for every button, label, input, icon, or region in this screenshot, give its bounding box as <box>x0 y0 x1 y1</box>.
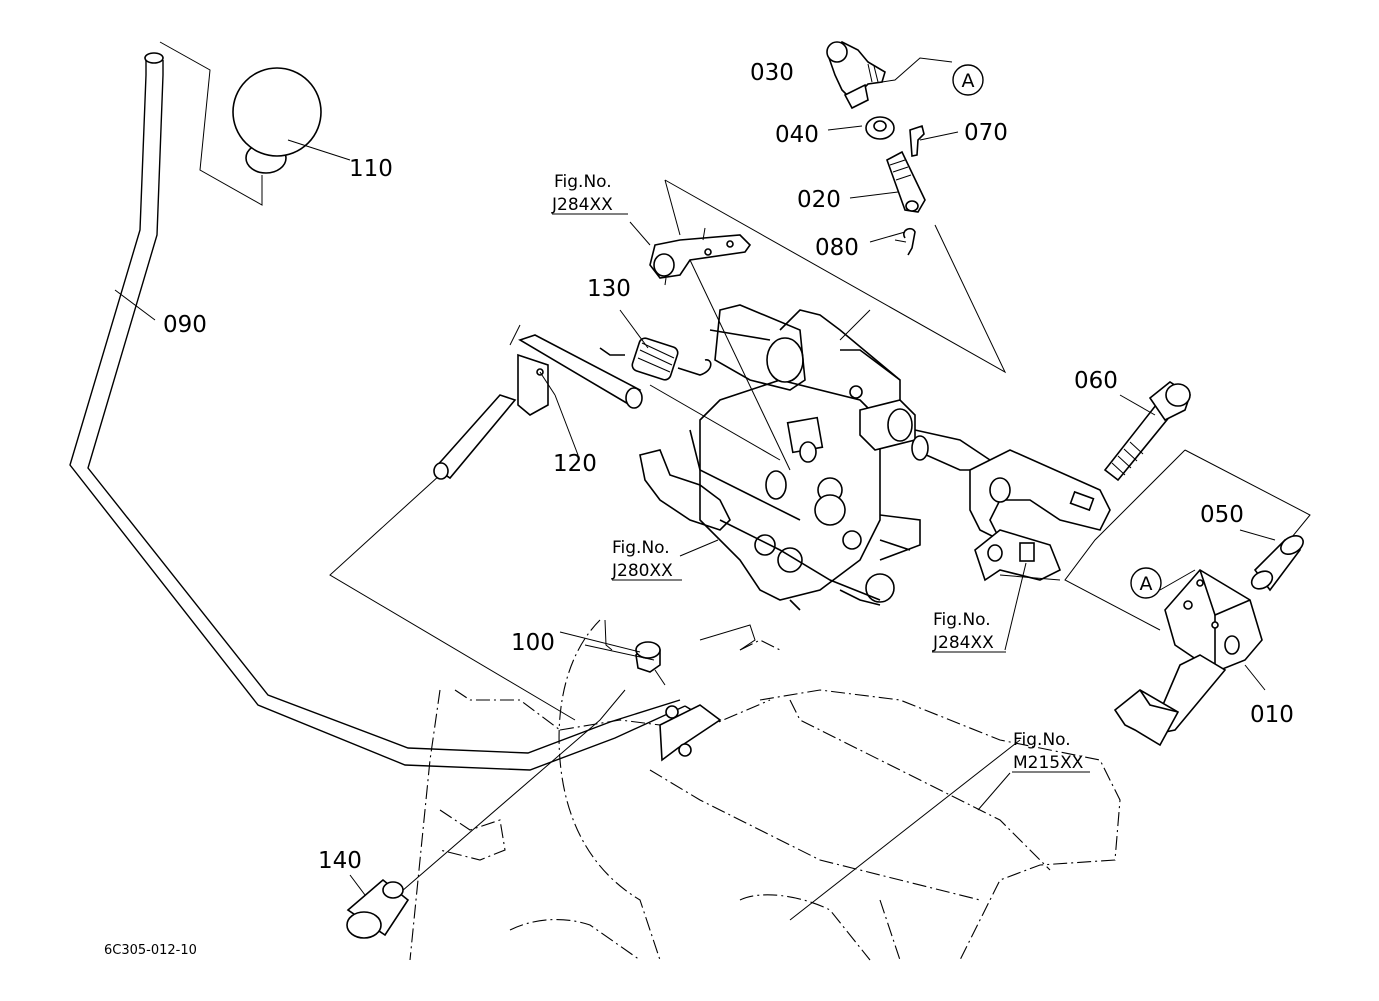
svg-text:J284XX: J284XX <box>932 633 994 653</box>
guide-lines <box>329 179 1311 921</box>
drawing-code: 6C305-012-10 <box>104 943 197 958</box>
collar-050 <box>1250 535 1304 592</box>
figure-ref-m215: Fig.No. M215XX <box>1013 730 1084 773</box>
label-120: 120 <box>553 451 597 477</box>
callout-a-block: A <box>1130 567 1162 599</box>
leader-lines <box>114 57 1276 691</box>
label-070: 070 <box>964 120 1008 146</box>
bolt-060 <box>1103 381 1191 482</box>
svg-text:Fig.No.: Fig.No. <box>933 610 991 630</box>
label-080: 080 <box>815 235 859 261</box>
label-020: 020 <box>797 187 841 213</box>
yoke <box>969 449 1111 582</box>
arm-bracket <box>649 227 752 286</box>
spring-130 <box>599 309 712 381</box>
figure-ref-underlines <box>552 213 1090 773</box>
pin-020 <box>886 150 926 213</box>
label-030: 030 <box>750 60 794 86</box>
knob-110 <box>159 41 351 206</box>
washer-040 <box>865 116 895 140</box>
svg-text:Fig.No.: Fig.No. <box>554 172 612 192</box>
figure-ref-j284-mid: Fig.No. J284XX <box>932 610 994 653</box>
control-mechanism <box>639 304 921 611</box>
label-040: 040 <box>775 122 819 148</box>
bracket-100 <box>559 619 756 762</box>
block-010 <box>1113 568 1263 747</box>
svg-text:A: A <box>962 70 975 92</box>
svg-text:J280XX: J280XX <box>611 561 673 581</box>
callout-a-top: A <box>952 64 984 96</box>
screw-070 <box>909 124 925 157</box>
label-010: 010 <box>1250 702 1294 728</box>
shift-lever-090 <box>69 52 697 771</box>
svg-text:Fig.No.: Fig.No. <box>612 538 670 558</box>
label-090: 090 <box>163 312 207 338</box>
housing-outline <box>409 619 1121 961</box>
label-110: 110 <box>349 156 393 182</box>
label-100: 100 <box>511 630 555 656</box>
figure-ref-j284-top: Fig.No. J284XX <box>551 172 613 215</box>
shaft <box>849 385 991 471</box>
grip-140 <box>346 874 410 939</box>
clip-080 <box>894 227 916 256</box>
svg-text:A: A <box>1140 573 1153 595</box>
figure-ref-j280: Fig.No. J280XX <box>611 538 673 581</box>
label-050: 050 <box>1200 502 1244 528</box>
label-130: 130 <box>587 276 631 302</box>
svg-text:Fig.No.: Fig.No. <box>1013 730 1071 750</box>
svg-text:M215XX: M215XX <box>1013 753 1084 773</box>
label-140: 140 <box>318 848 362 874</box>
hose-fitting-030 <box>826 41 886 110</box>
svg-text:J284XX: J284XX <box>551 195 613 215</box>
lever-120 <box>433 334 643 480</box>
figure-ref-leaders <box>629 221 1027 811</box>
label-060: 060 <box>1074 368 1118 394</box>
